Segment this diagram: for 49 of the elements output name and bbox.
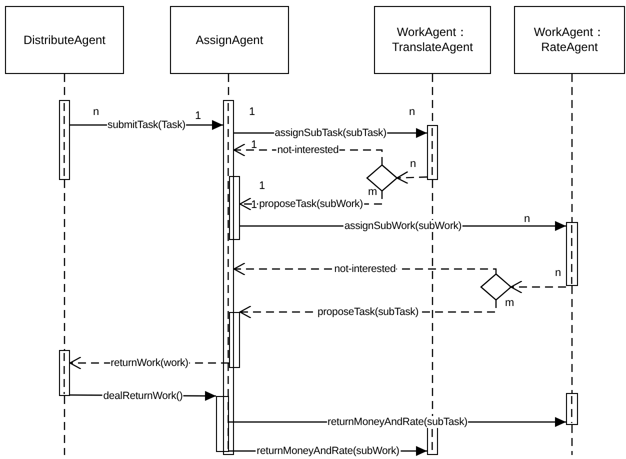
multiplicity-label: m: [505, 297, 514, 309]
lifeline: [571, 74, 573, 222]
multiplicity-label: n: [410, 158, 416, 170]
activation-bar: [229, 176, 240, 240]
agent-name: DistributeAgent: [22, 32, 107, 48]
activation-bar: [223, 100, 234, 455]
multiplicity-label: 1: [259, 180, 266, 192]
multiplicity-label: n: [524, 213, 530, 225]
message-label: assignSubTask(subTask): [274, 127, 388, 139]
message-label: proposeTask(subWork): [258, 198, 364, 210]
agent-name: WorkAgent： TranslateAgent: [391, 25, 474, 55]
lifeline: [64, 396, 66, 455]
activation-bar: [229, 312, 240, 368]
message-label: proposeTask(subTask): [316, 306, 420, 318]
activation-bar: [566, 393, 578, 425]
multiplicity-label: m: [368, 186, 378, 198]
message-label: not-interested: [276, 144, 340, 156]
multiplicity-label: n: [93, 106, 100, 118]
multiplicity-label: n: [555, 267, 562, 279]
message-label: returnMoneyAndRate(subTask): [326, 416, 468, 428]
message-label: returnMoneyAndRate(subWork): [256, 445, 400, 457]
activation-bar: [427, 125, 438, 180]
lifeline-head-box: [5, 6, 124, 74]
message-label: dealReturnWork(): [102, 390, 184, 402]
message-label: not-interested: [333, 263, 397, 275]
lifeline: [571, 425, 573, 455]
multiplicity-label: 1: [251, 199, 258, 211]
multiplicity-label: n: [409, 106, 416, 118]
decision-diamond: [367, 165, 397, 191]
lifeline-head-box: [170, 6, 289, 74]
message-arrow: [510, 280, 566, 294]
lifeline: [64, 180, 66, 350]
decision-diamond: [481, 274, 511, 300]
message-arrow: [396, 171, 428, 184]
message-label: assignSubWork(subWork): [343, 220, 463, 232]
multiplicity-label: 1: [249, 106, 256, 118]
message-label: returnWork(work): [110, 357, 190, 369]
message-label: submitTask(Task): [106, 119, 186, 131]
agent-name: WorkAgent： RateAgent: [532, 25, 606, 55]
activation-bar: [566, 222, 578, 286]
lifeline-head-box: [514, 6, 625, 74]
lifeline: [571, 286, 573, 393]
multiplicity-label: 1: [251, 139, 258, 151]
activation-bar: [59, 350, 70, 396]
lifeline-head-box: [374, 6, 491, 74]
activation-bar: [216, 396, 229, 452]
agent-name: AssignAgent: [194, 32, 264, 48]
activation-bar: [59, 100, 70, 180]
multiplicity-label: 1: [195, 110, 202, 122]
